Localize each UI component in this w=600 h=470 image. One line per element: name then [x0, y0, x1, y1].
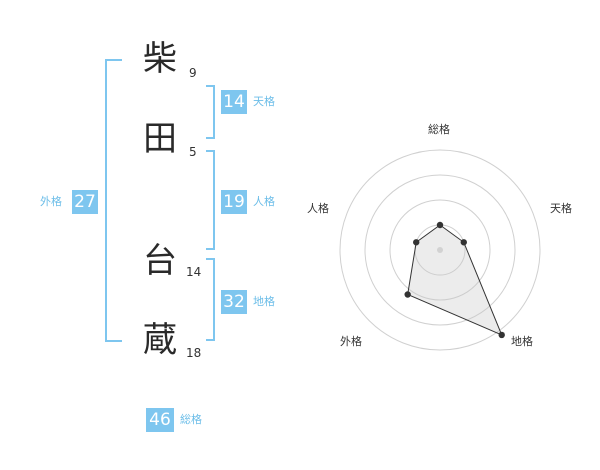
- radar-ring: [339, 149, 541, 351]
- radar-polygon: [407, 224, 503, 336]
- name-char-1: 柴: [143, 39, 177, 79]
- tenkaku-value: 14: [221, 90, 247, 114]
- stroke-count-1: 9: [189, 66, 197, 80]
- radar-ring: [364, 174, 516, 326]
- radar-axis-label-soukaku: 総格: [428, 123, 450, 136]
- soukaku-label: 総格: [180, 413, 202, 426]
- radar-axis-label-gaikaku: 外格: [340, 335, 362, 348]
- radar-ring: [389, 199, 491, 301]
- chikaku-label: 地格: [253, 295, 275, 308]
- radar-point-1: [436, 221, 444, 229]
- radar-point-3: [498, 331, 505, 339]
- tenkaku-bracket: [206, 85, 215, 139]
- radar-axis-label-chikaku: 地格: [511, 335, 533, 348]
- gaikaku-value: 27: [72, 190, 98, 214]
- tenkaku-label: 天格: [253, 95, 275, 108]
- gaikaku-label: 外格: [40, 195, 62, 208]
- radar-point-4: [404, 291, 411, 298]
- radar-point-5: [413, 239, 420, 246]
- jinkaku-bracket: [206, 150, 215, 250]
- soukaku-value: 46: [146, 408, 174, 432]
- chikaku-bracket: [206, 258, 215, 341]
- name-char-2: 田: [143, 119, 177, 159]
- radar-axis-label-jinkaku: 人格: [307, 202, 329, 215]
- radar-center: [437, 247, 443, 253]
- jinkaku-value: 19: [221, 190, 247, 214]
- stroke-count-2: 5: [189, 145, 197, 159]
- gaikaku-bracket: [105, 59, 122, 342]
- chikaku-value: 32: [221, 290, 247, 314]
- radar-axis-label-tenkaku: 天格: [550, 202, 572, 215]
- name-char-3: 台: [143, 241, 177, 281]
- stroke-count-4: 18: [186, 346, 202, 360]
- name-char-4: 蔵: [143, 320, 177, 360]
- jinkaku-label: 人格: [253, 195, 275, 208]
- stroke-count-3: 14: [186, 265, 202, 279]
- radar-point-2: [460, 239, 467, 246]
